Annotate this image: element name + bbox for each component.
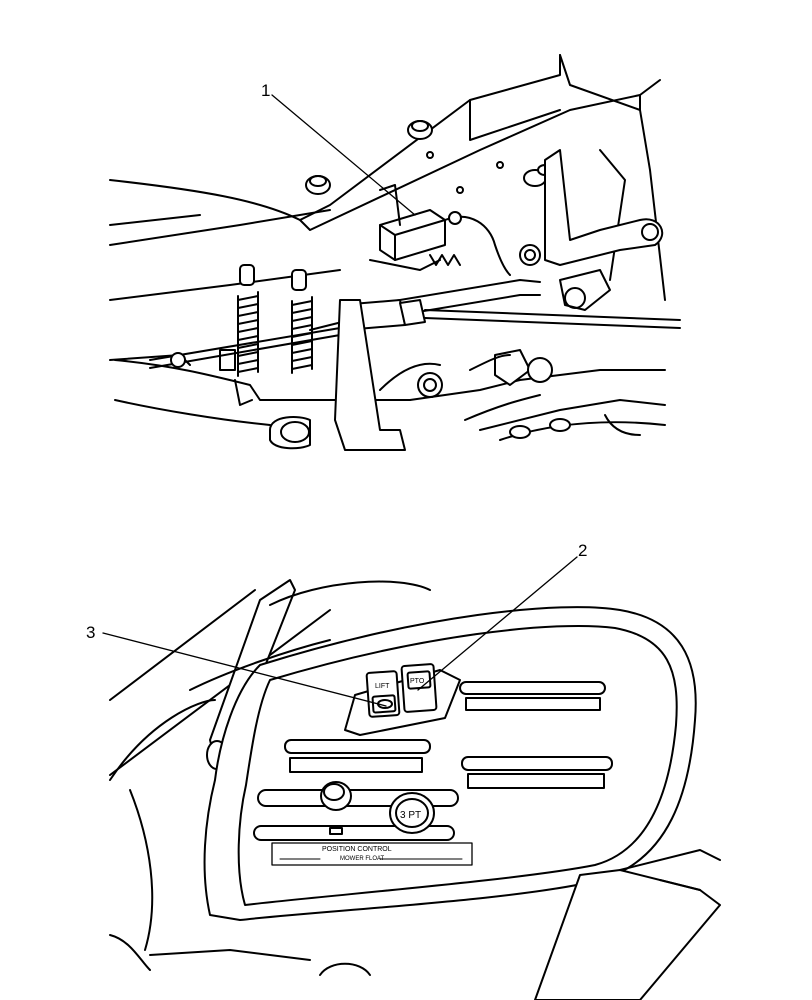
- callout-leader-1: [271, 94, 416, 216]
- lift-switch-label: LIFT: [375, 683, 390, 690]
- pto-switch-label: PTO: [410, 678, 425, 685]
- decal-title: POSITION CONTROL: [322, 846, 392, 853]
- position-control-decal: POSITION CONTROL MOWER FLOAT: [271, 842, 473, 866]
- callout-leader-3: [102, 632, 387, 707]
- control-panel-view: LIFT PTO 3 PT POSITION CONTROL M: [109, 579, 721, 1000]
- callout-label-2: 2: [578, 541, 587, 560]
- seat-switch-sensor: [369, 184, 511, 276]
- callout-label-3: 3: [86, 623, 95, 642]
- callout-3: 3: [86, 623, 387, 707]
- pto-switch: PTO: [400, 663, 438, 713]
- decal-subtitle: MOWER FLOAT: [340, 856, 385, 862]
- callout-1: 1: [261, 81, 416, 216]
- callout-leader-2: [417, 556, 578, 691]
- lift-switch: LIFT: [365, 670, 401, 718]
- 3pt-knob: 3 PT: [389, 792, 435, 834]
- callout-2: 2: [417, 541, 587, 691]
- callout-label-1: 1: [261, 81, 270, 100]
- return-spring-icon: [237, 264, 313, 377]
- upper-assembly-view: [109, 54, 681, 451]
- knob-label: 3 PT: [400, 810, 421, 821]
